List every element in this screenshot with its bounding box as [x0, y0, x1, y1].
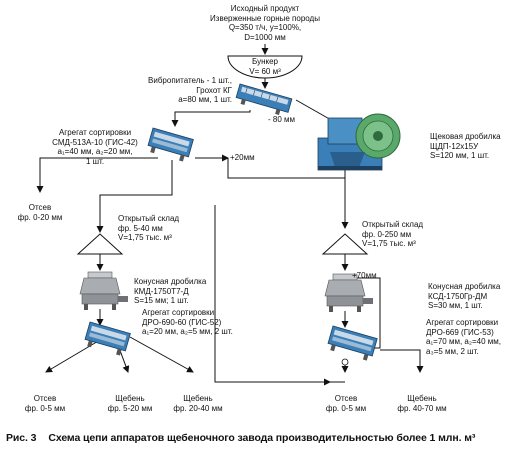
line-minus80 — [171, 110, 251, 127]
screenings1-label: Отсев фр. 0-20 мм — [17, 203, 63, 222]
screen2-icon — [84, 321, 131, 356]
line-screen2-o1 — [45, 339, 101, 373]
bunker-shape — [227, 55, 303, 79]
stockpile-2-triangle — [321, 233, 369, 255]
outlet-node — [341, 358, 349, 366]
stock1-label: Открытый склад фр. 5-40 мм V=1,75 тыс. м… — [118, 214, 180, 242]
screen1-label: Агрегат сортировки СМД-513А-10 (ГИС-42) … — [52, 128, 138, 166]
line-screen3-o5 — [380, 349, 424, 373]
line-screen2-to-screen3-bottom — [214, 205, 331, 386]
output-5: Щебень фр. 40-70 мм — [397, 394, 447, 413]
figure-caption-text: Схема цепи аппаратов щебеночного завода … — [48, 432, 476, 444]
feeder-screen-icon — [235, 83, 293, 115]
figure-caption: Рис. 3 Схема цепи аппаратов щебеночного з… — [6, 432, 475, 444]
screen3-label: Агрегат сортировки ДРО-669 (ГИС-53) a₁=7… — [426, 318, 501, 356]
output-4: Отсев фр. 0-5 мм — [325, 394, 367, 413]
source-label: Исходный продукт Изверженные горные поро… — [210, 4, 320, 42]
flow-minus80: - 80 мм — [268, 115, 296, 124]
stockpile-1-triangle — [76, 233, 124, 255]
screen3-icon — [327, 325, 378, 361]
line-screenings1 — [36, 157, 158, 193]
jaw-crusher-icon — [317, 113, 401, 171]
feeder-label: Вибропитатель - 1 шт., Грохот КГ a=80 мм… — [148, 76, 232, 104]
output-1: Отсев фр. 0-5 мм — [24, 394, 66, 413]
line-screen1-to-stock1 — [96, 160, 173, 233]
line-plus20 — [227, 158, 345, 179]
output-3: Щебень фр. 20-40 мм — [173, 394, 223, 413]
cone1-label: Конусная дробилка КМД-1750Т7-Д S=15 мм; … — [134, 277, 207, 305]
cone-crusher-1-icon — [79, 271, 128, 310]
output-2: Щебень фр. 5-20 мм — [107, 394, 153, 413]
screen1-icon — [147, 127, 194, 162]
jaw-crusher-label: Щековая дробилка ЩДП-12х15У S=120 мм, 1 … — [430, 132, 501, 160]
line-screen2-o3 — [129, 336, 194, 373]
flow-plus20: +20мм — [230, 153, 255, 162]
cone2-label: Конусная дробилка КСД-1750Гр-ДМ S=30 мм,… — [428, 282, 501, 310]
figure-number: Рис. 3 — [6, 432, 37, 444]
bunker-label: Бункер V= 60 м³ — [249, 57, 281, 76]
flow-plus70: +70мм — [352, 271, 377, 280]
screen2-label: Агрегат сортировки ДРО-690-60 (ГИС-52) a… — [142, 308, 233, 336]
cone-crusher-2-icon — [324, 273, 373, 312]
stock2-label: Открытый склад фр. 0-250 мм V=1,75 тыс. … — [362, 220, 424, 248]
